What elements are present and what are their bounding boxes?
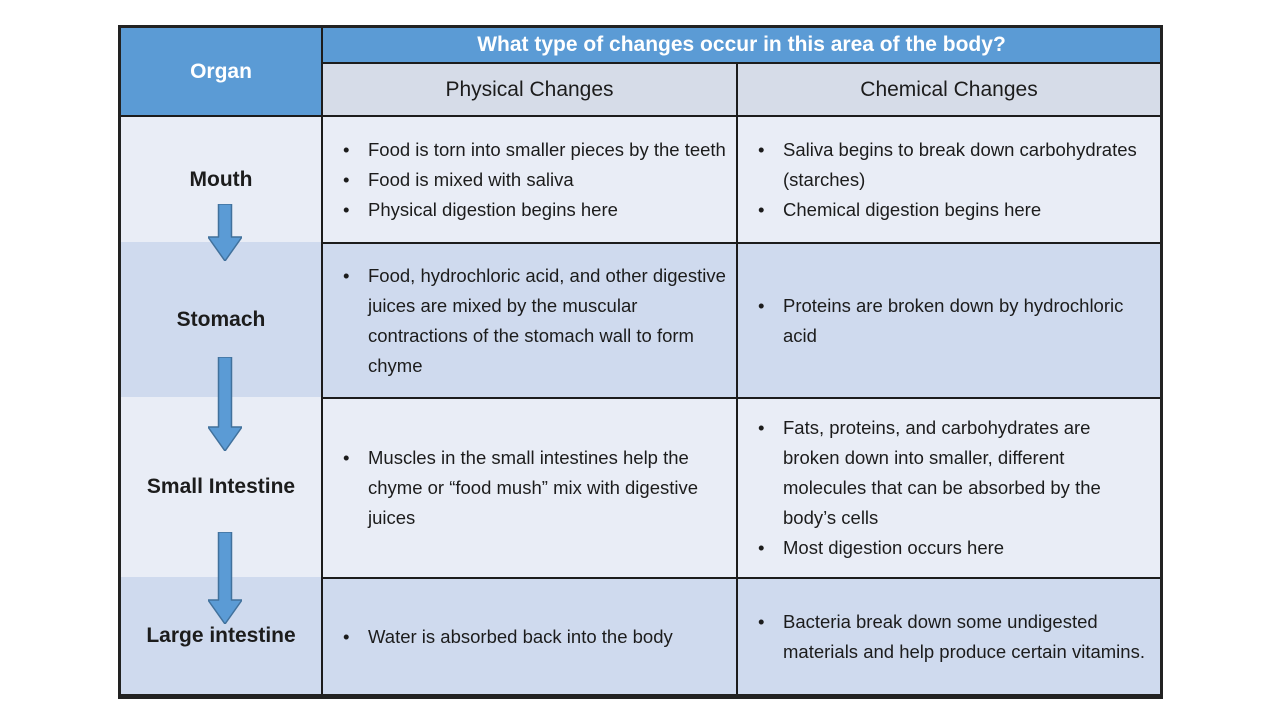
bullet-item: Proteins are broken down by hydrochloric… xyxy=(738,291,1152,351)
chemical-changes-label: Chemical Changes xyxy=(860,77,1038,101)
large-intestine-physical-cell: Water is absorbed back into the body xyxy=(323,577,736,694)
large-intestine-physical-list: Water is absorbed back into the body xyxy=(323,622,728,652)
mouth-physical-cell: Food is torn into smaller pieces by the … xyxy=(323,117,736,242)
changes-question-label: What type of changes occur in this area … xyxy=(477,33,1006,56)
organ-label-small-intestine: Small Intestine xyxy=(146,475,296,498)
bullet-item: Physical digestion begins here xyxy=(323,195,728,225)
small-intestine-physical-cell: Muscles in the small intestines help the… xyxy=(323,397,736,577)
stomach-chemical-list: Proteins are broken down by hydrochloric… xyxy=(738,291,1152,351)
down-arrow-icon xyxy=(208,357,242,451)
bullet-item: Food is mixed with saliva xyxy=(323,165,728,195)
bullet-item: Most digestion occurs here xyxy=(738,533,1152,563)
bullet-item: Food, hydrochloric acid, and other diges… xyxy=(323,261,728,381)
organ-cell-large-intestine: Large intestine xyxy=(121,577,321,694)
chemical-changes-header: Chemical Changes xyxy=(738,64,1160,117)
organ-label-mouth: Mouth xyxy=(189,167,253,191)
mouth-chemical-cell: Saliva begins to break down carbohydrate… xyxy=(738,117,1160,242)
down-arrow-icon xyxy=(208,532,242,624)
organ-header-label: Organ xyxy=(190,59,252,83)
organ-column: Mouth Stomach Small Intestine Large inte… xyxy=(121,117,323,694)
bullet-item: Chemical digestion begins here xyxy=(738,195,1152,225)
stomach-chemical-cell: Proteins are broken down by hydrochloric… xyxy=(738,242,1160,397)
large-intestine-chemical-list: Bacteria break down some undigested mate… xyxy=(738,607,1152,667)
large-intestine-chemical-cell: Bacteria break down some undigested mate… xyxy=(738,577,1160,694)
mouth-chemical-list: Saliva begins to break down carbohydrate… xyxy=(738,135,1152,225)
stomach-physical-list: Food, hydrochloric acid, and other diges… xyxy=(323,261,728,381)
small-intestine-chemical-cell: Fats, proteins, and carbohydrates are br… xyxy=(738,397,1160,577)
small-intestine-chemical-list: Fats, proteins, and carbohydrates are br… xyxy=(738,413,1152,563)
organ-label-large-intestine: Large intestine xyxy=(146,623,296,647)
small-intestine-physical-list: Muscles in the small intestines help the… xyxy=(323,443,728,533)
chemical-changes-column: Saliva begins to break down carbohydrate… xyxy=(738,117,1160,694)
organ-label-stomach: Stomach xyxy=(176,307,266,331)
bullet-item: Fats, proteins, and carbohydrates are br… xyxy=(738,413,1152,533)
bullet-item: Saliva begins to break down carbohydrate… xyxy=(738,135,1152,195)
down-arrow-icon xyxy=(208,204,242,261)
bullet-item: Food is torn into smaller pieces by the … xyxy=(323,135,728,165)
bullet-item: Water is absorbed back into the body xyxy=(323,622,728,652)
stomach-physical-cell: Food, hydrochloric acid, and other diges… xyxy=(323,242,736,397)
physical-changes-column: Food is torn into smaller pieces by the … xyxy=(323,117,738,694)
bullet-item: Bacteria break down some undigested mate… xyxy=(738,607,1152,667)
physical-changes-header: Physical Changes xyxy=(323,64,738,117)
bullet-item: Muscles in the small intestines help the… xyxy=(323,443,728,533)
digestion-changes-table: Organ What type of changes occur in this… xyxy=(118,25,1163,699)
mouth-physical-list: Food is torn into smaller pieces by the … xyxy=(323,135,728,225)
physical-changes-label: Physical Changes xyxy=(445,77,614,101)
changes-question-header: What type of changes occur in this area … xyxy=(323,28,1160,64)
organ-column-header: Organ xyxy=(121,28,323,117)
